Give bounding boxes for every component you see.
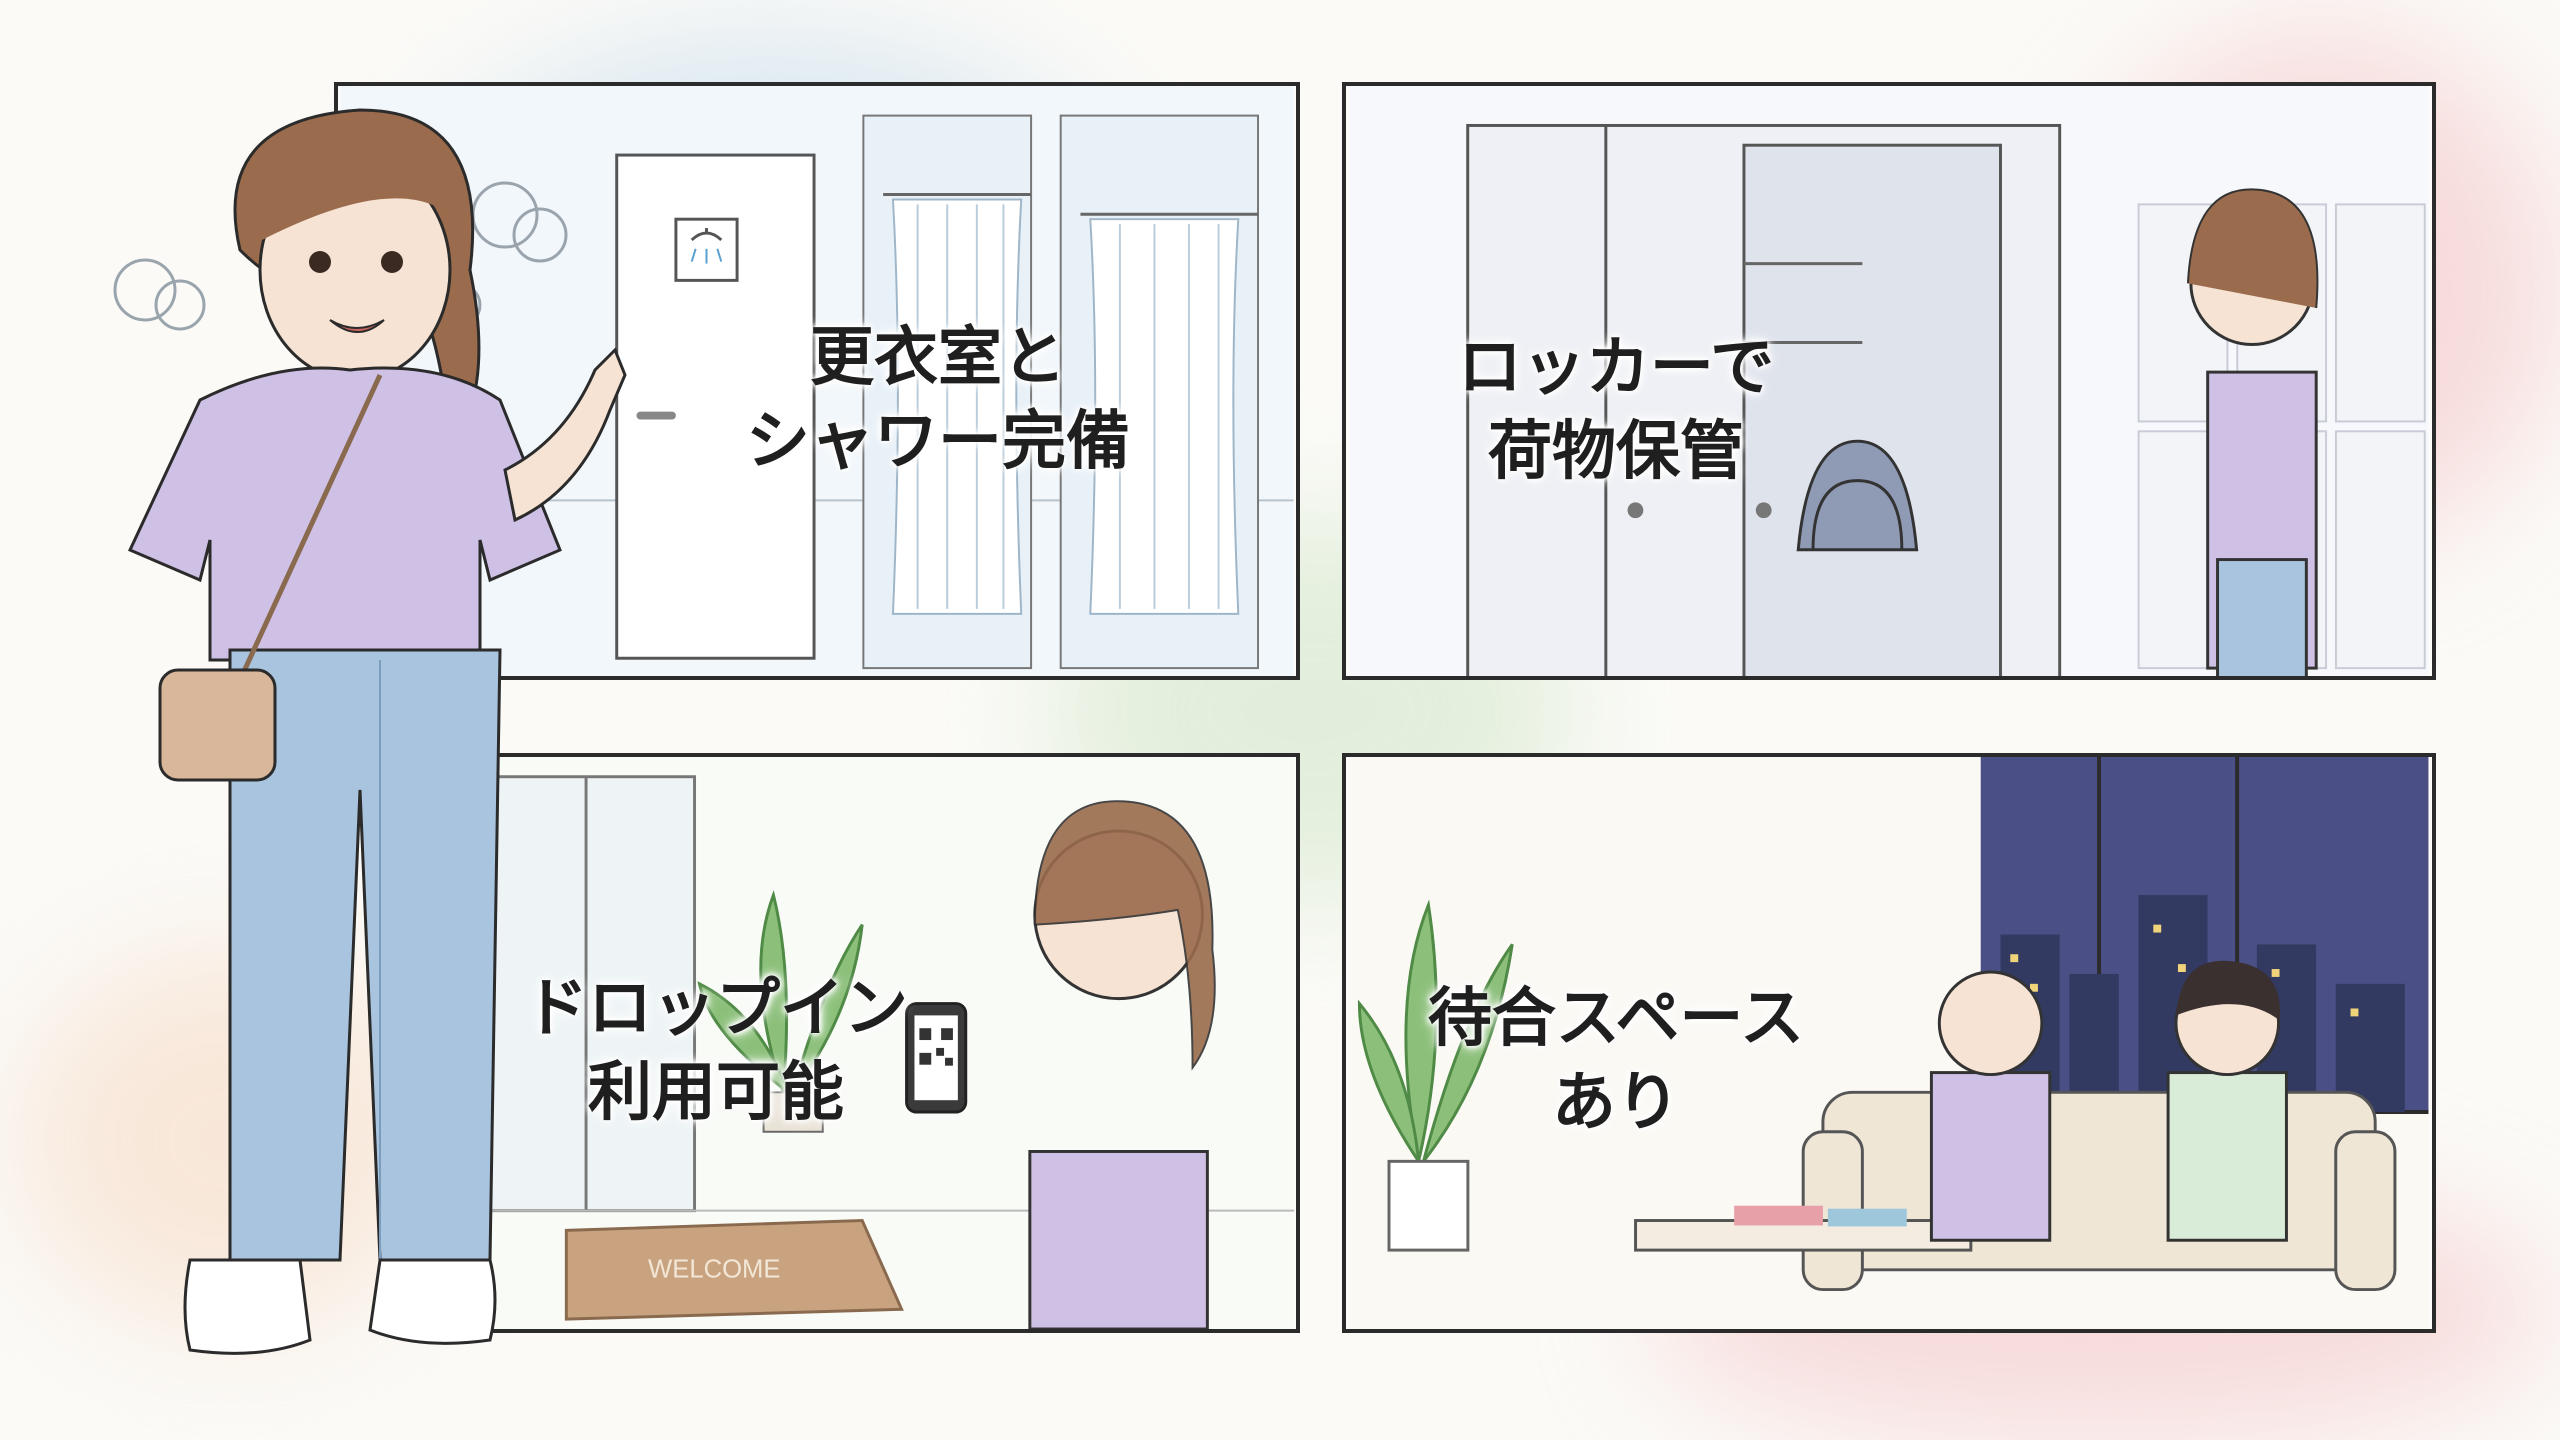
caption-changing-room-line1: 更衣室と xyxy=(810,321,1066,395)
panel-changing-room: 更衣室と シャワー完備 xyxy=(334,82,1300,680)
shoulder-bag xyxy=(158,668,277,782)
open-locker xyxy=(1742,143,2002,676)
caption-lockers-line2: 荷物保管 xyxy=(1488,415,1744,489)
caption-waiting-space-line1: 待合スペース xyxy=(1427,982,1805,1056)
waiting-space-illustration xyxy=(1349,757,2429,1329)
caption-changing-room-line2: シャワー完備 xyxy=(746,405,1130,479)
lockers-illustration xyxy=(1349,86,2429,676)
caption-waiting-space-line2: あり xyxy=(1552,1066,1680,1140)
caption-lockers: ロッカーで 荷物保管 xyxy=(1406,326,1826,494)
shower-curtain-left xyxy=(891,198,1023,615)
watercolor-wash-peach xyxy=(20,950,440,1330)
panel-waiting-space: 待合スペース あり xyxy=(1342,753,2436,1333)
panel-lockers: ロッカーで 荷物保管 xyxy=(1342,82,2436,680)
caption-changing-room: 更衣室と シャワー完備 xyxy=(638,316,1238,484)
tall-plant xyxy=(1357,899,1514,1163)
potted-plant xyxy=(697,890,864,1097)
caption-drop-in: ドロップイン 利用可能 xyxy=(496,967,936,1135)
caption-lockers-line1: ロッカーで xyxy=(1457,331,1775,405)
welcome-mat xyxy=(564,1219,904,1321)
door-handle xyxy=(636,411,676,420)
shower-curtain-right xyxy=(1089,218,1240,615)
lock-key-icon xyxy=(1627,502,1644,519)
caption-drop-in-line2: 利用可能 xyxy=(588,1056,844,1130)
caption-waiting-space: 待合スペース あり xyxy=(1406,977,1826,1145)
welcome-mat-text: WELCOME xyxy=(648,1256,780,1284)
gym-bag xyxy=(1796,439,1919,552)
caption-drop-in-line1: ドロップイン xyxy=(524,972,908,1046)
panel-drop-in: WELCOME ドロップイン 利用可能 xyxy=(452,753,1300,1333)
drop-in-illustration: WELCOME xyxy=(457,757,1295,1329)
